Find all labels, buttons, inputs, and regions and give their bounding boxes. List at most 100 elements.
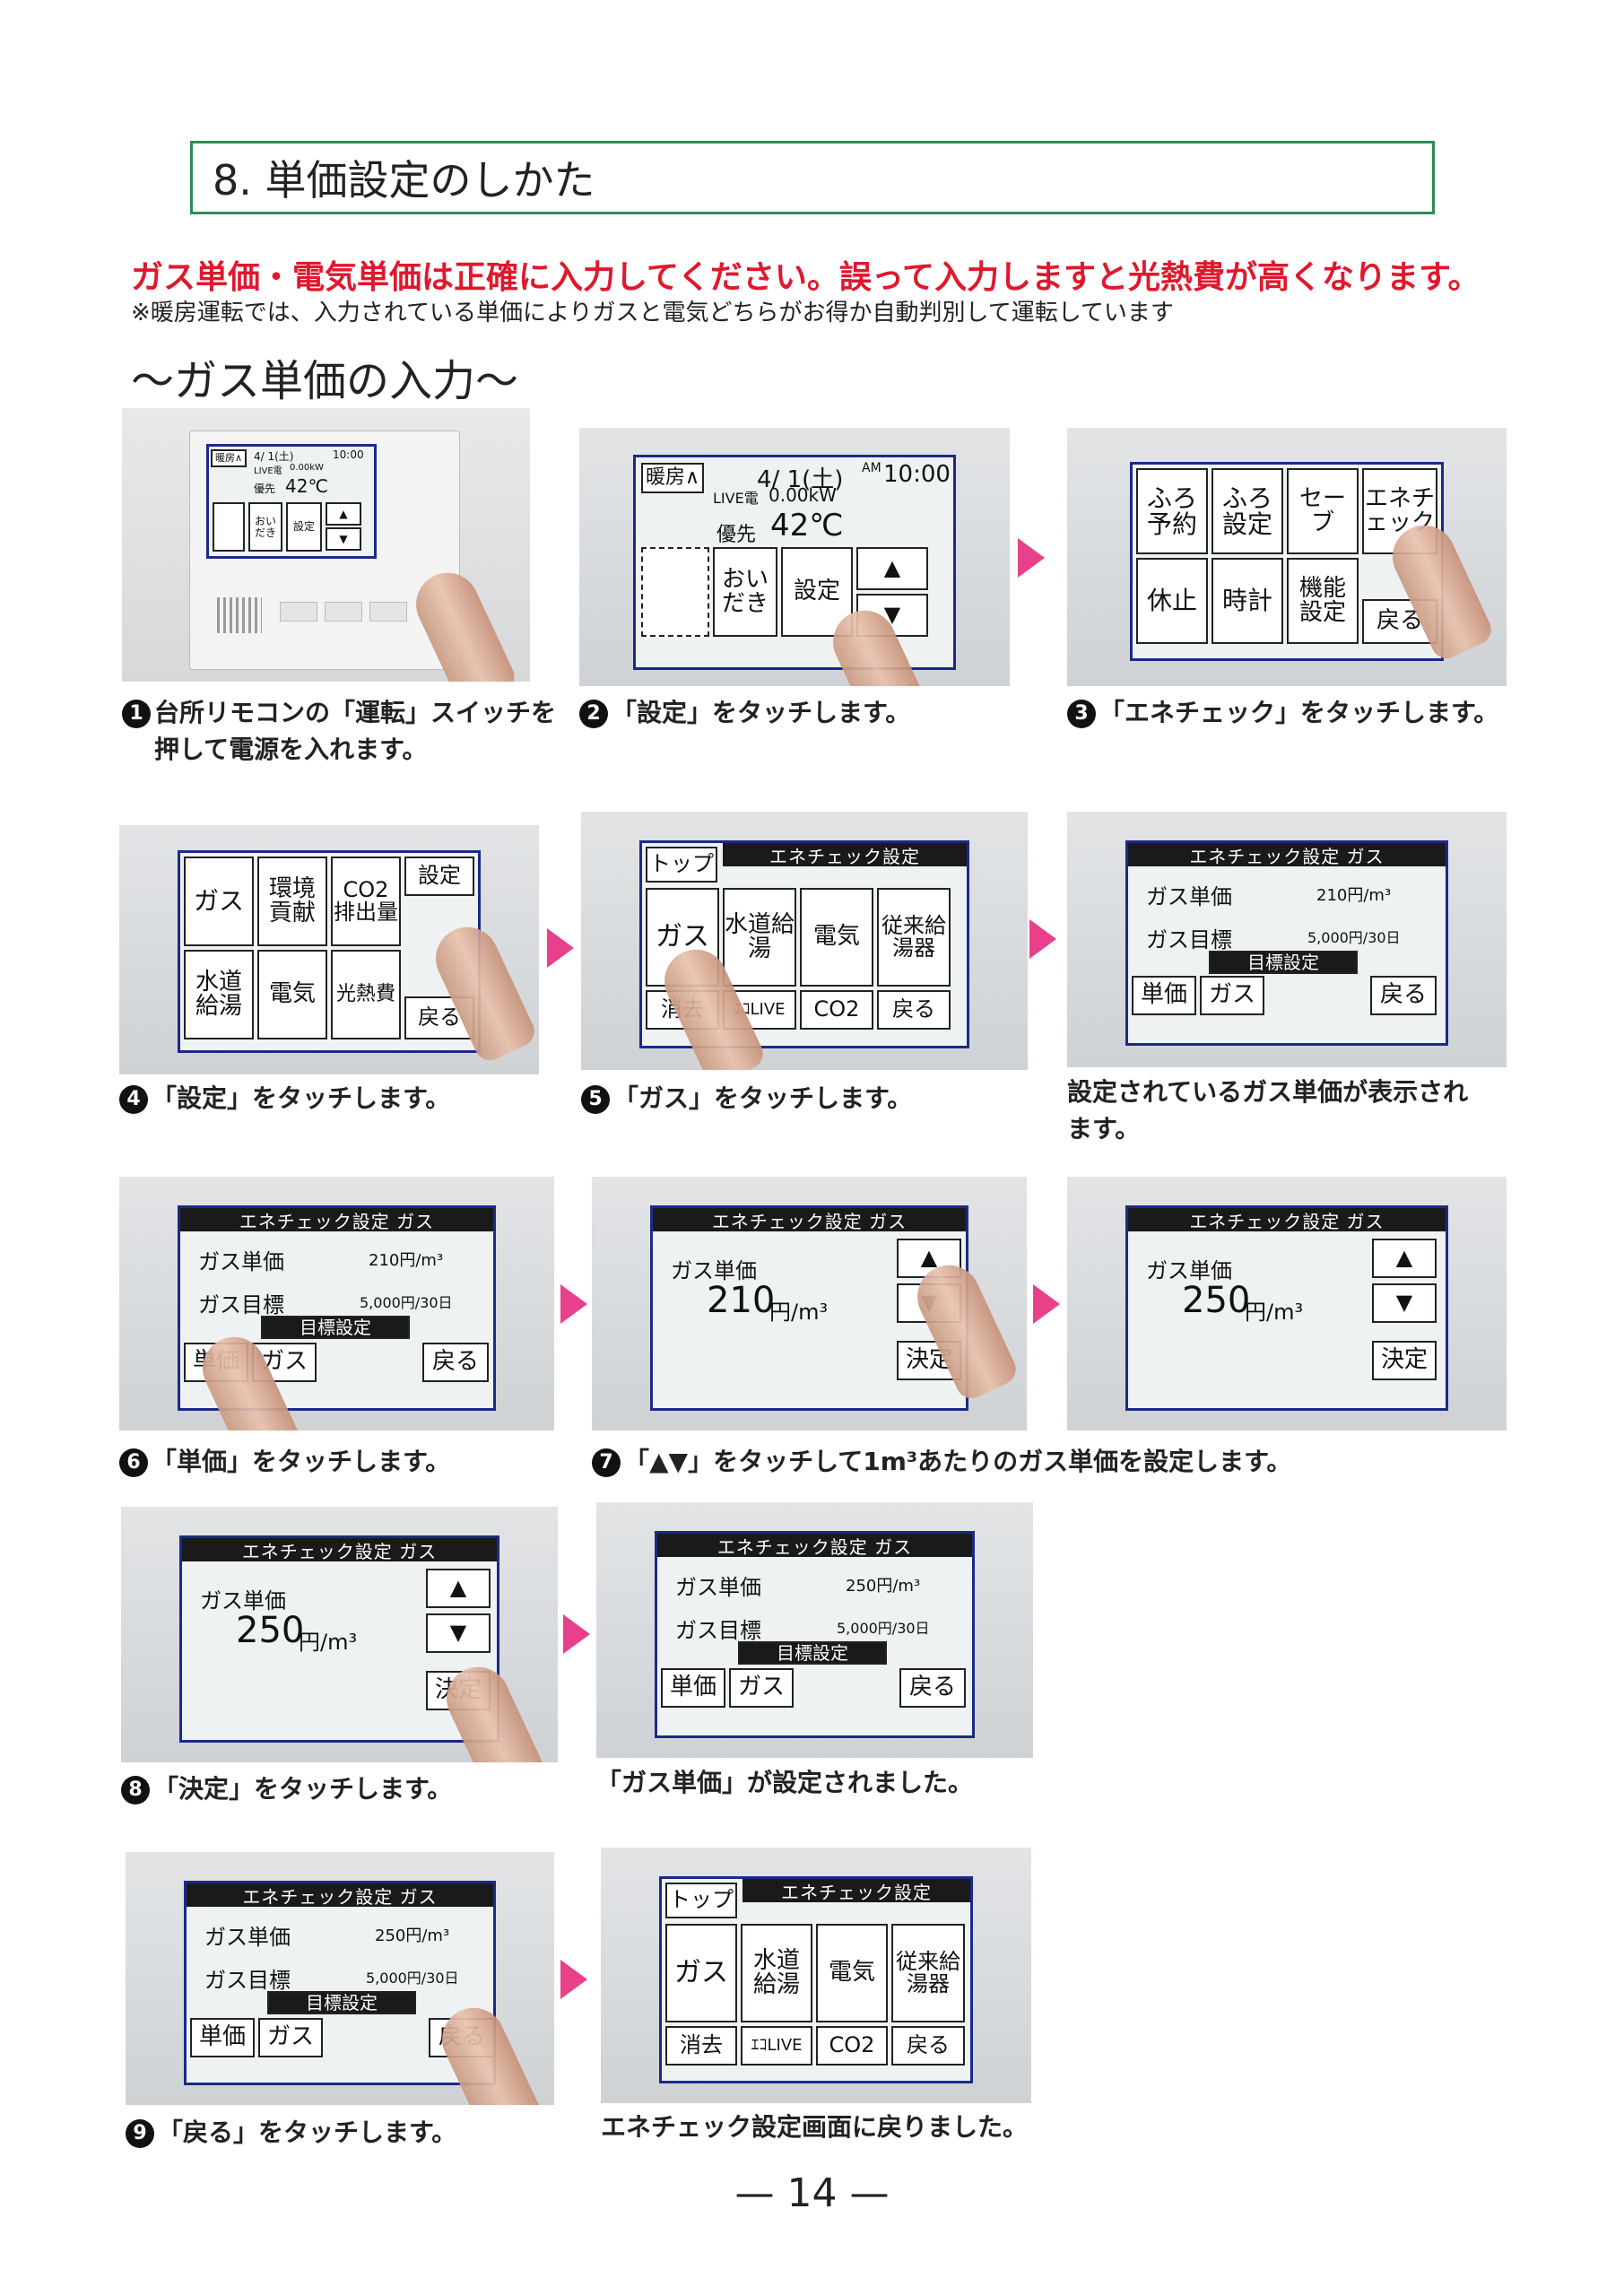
- tanka-value: 250円/m³: [846, 1577, 921, 1596]
- caption-2: 2「設定」をタッチします。: [579, 695, 910, 732]
- tanka-label: ガス単価: [1146, 884, 1232, 909]
- tanka-label: ガス単価: [675, 1575, 761, 1600]
- step-arrow: [547, 928, 574, 968]
- menu-screen-panel: ふろ予約 ふろ設定 セーブ エネチェック 休止 時計 機能設定 戻る: [1067, 428, 1507, 686]
- modoru-button: 戻る: [1370, 976, 1437, 1015]
- suido-button: 水道給湯: [741, 1924, 812, 2022]
- kw-label: 0.00kW: [769, 484, 837, 506]
- screen-header: エネチェック設定 ガス: [1128, 1208, 1446, 1232]
- kesu-button: 消去: [665, 2026, 737, 2066]
- screen-header: エネチェック設定 ガス: [180, 1208, 493, 1232]
- price-screen: エネチェック設定 ガス ガス単価 250 円/m³ ▲ ▼ 決定: [1125, 1205, 1448, 1411]
- up-button: ▲: [326, 502, 361, 526]
- tanka-value: 210円/m³: [1316, 886, 1392, 905]
- mokuhyo-value: 5,000円/30日: [837, 1620, 930, 1637]
- section-title-box: 8. 単価設定のしかた: [190, 141, 1435, 214]
- remote-screen: 暖房∧ 4/ 1(土) 10:00 LIVE電 0.00kW 優先 42℃ おい…: [206, 444, 377, 559]
- date-label: 4/ 1(土): [254, 450, 294, 463]
- mokuhyo-settei-button: 目標設定: [1209, 951, 1358, 974]
- speaker-grille: [217, 597, 262, 633]
- live-button: ｴｺLIVE: [741, 2026, 812, 2066]
- gasset-screen-panel-1: エネチェック設定 ガス ガス単価 210円/m³ ガス目標 5,000円/30日…: [1067, 812, 1507, 1067]
- caption-8: 8「決定」をタッチします。: [121, 1771, 452, 1808]
- screen-header: エネチェック設定 ガス: [182, 1538, 497, 1562]
- modoru-button: 戻る: [422, 1343, 489, 1382]
- gasset-screen-panel-4: エネチェック設定 ガス ガス単価 250円/m³ ガス目標 5,000円/30日…: [126, 1852, 554, 2105]
- remote-photo-panel: 暖房∧ 4/ 1(土) 10:00 LIVE電 0.00kW 優先 42℃ おい…: [122, 408, 530, 682]
- save-button: セーブ: [1287, 468, 1359, 554]
- step-arrow: [1033, 1284, 1060, 1324]
- tanka-button: 単価: [190, 2018, 255, 2057]
- furo-yoyaku-button: ふろ予約: [1136, 468, 1208, 554]
- caption-5b: 設定されているガス単価が表示されます。: [1067, 1077, 1469, 1144]
- mokuhyo-label: ガス目標: [204, 1968, 291, 1993]
- settei-button: 設定: [404, 857, 474, 896]
- tanka-button: 単価: [1132, 976, 1196, 1015]
- step-arrow: [560, 1960, 587, 1999]
- mokuhyo-value: 5,000円/30日: [360, 1294, 453, 1311]
- caption-5: 5「ガス」をタッチします。: [581, 1081, 912, 1118]
- gas-button: ガス: [665, 1924, 737, 2022]
- screen-header: エネチェック設定: [743, 1879, 970, 1903]
- temp-label: 42℃: [770, 508, 844, 544]
- gas-button: ガス: [184, 857, 254, 946]
- screen-header: エネチェック設定 ガス: [657, 1534, 972, 1558]
- mokuhyo-settei-button: 目標設定: [738, 1641, 887, 1665]
- step-arrow: [1029, 919, 1056, 959]
- enemenu-screen: エネチェック設定 トップ ガス 水道給湯 電気 従来給湯器 消去 ｴｺLIVE …: [659, 1876, 973, 2083]
- run-switch: [369, 602, 407, 622]
- gasset-screen: エネチェック設定 ガス ガス単価 210円/m³ ガス目標 5,000円/30日…: [1125, 840, 1448, 1046]
- co2-button: CO2: [800, 990, 873, 1030]
- caption-3: 3「エネチェック」をタッチします。: [1067, 695, 1498, 732]
- caption-9: 9「戻る」をタッチします。: [126, 2115, 456, 2152]
- remote-body: 暖房∧ 4/ 1(土) 10:00 LIVE電 0.00kW 優先 42℃ おい…: [189, 430, 460, 670]
- enemenu-screen-panel: エネチェック設定 トップ ガス 水道給湯 電気 従来給湯器 消去 ｴｺLIVE …: [581, 812, 1028, 1070]
- up-button: ▲: [897, 1239, 961, 1278]
- suido-button: 水道給湯: [184, 950, 254, 1039]
- modoru-button: 戻る: [899, 1668, 966, 1708]
- tanka-label: ガス単価: [198, 1249, 284, 1274]
- up-button: ▲: [1372, 1239, 1437, 1278]
- mokuhyo-label: ガス目標: [198, 1292, 284, 1318]
- up-button: ▲: [426, 1569, 491, 1608]
- tanka-value: 250円/m³: [375, 1926, 450, 1945]
- home-screen: 暖房∧ 4/ 1(土) AM 10:00 LIVE電 0.00kW 優先 42℃…: [633, 455, 956, 670]
- price-screen-panel-2: エネチェック設定 ガス ガス単価 250 円/m³ ▲ ▼ 決定: [1067, 1177, 1507, 1431]
- caption-9b: エネチェック設定画面に戻りました。: [601, 2112, 1029, 2142]
- kettei-button: 決定: [1372, 1341, 1437, 1380]
- caption-8b: 「ガス単価」が設定されました。: [596, 1768, 974, 1797]
- gasset-screen: エネチェック設定 ガス ガス単価 250円/m³ ガス目標 5,000円/30日…: [655, 1531, 975, 1738]
- live-label: LIVE電: [713, 490, 759, 507]
- price-screen: エネチェック設定 ガス ガス単価 210 円/m³ ▲ ▼ 決定: [650, 1205, 968, 1411]
- price-value: 250: [1182, 1280, 1251, 1321]
- tanka-button: 単価: [661, 1668, 725, 1708]
- down-button: ▼: [1372, 1283, 1437, 1323]
- price-unit: 円/m³: [769, 1300, 829, 1325]
- denki-button: 電気: [257, 950, 327, 1039]
- top-button: トップ: [665, 1883, 737, 1918]
- price-value: 250: [236, 1610, 305, 1651]
- kino-button: 機能設定: [1287, 558, 1359, 644]
- caption-6: 6「単価」をタッチします。: [119, 1444, 450, 1481]
- heat-button: 暖房∧: [211, 449, 247, 467]
- oidaki-button: おいだき: [713, 547, 777, 637]
- home-screen-panel: 暖房∧ 4/ 1(土) AM 10:00 LIVE電 0.00kW 優先 42℃…: [579, 428, 1010, 686]
- caption-4: 4「設定」をタッチします。: [119, 1081, 450, 1118]
- ampm-label: AM: [862, 461, 881, 475]
- up-button: ▲: [856, 547, 928, 590]
- mokuhyo-settei-button: 目標設定: [267, 1991, 416, 2014]
- gasset-screen-panel-3: エネチェック設定 ガス ガス単価 250円/m³ ガス目標 5,000円/30日…: [596, 1502, 1033, 1758]
- mokuhyo-label: ガス目標: [675, 1618, 761, 1643]
- time-label: 10:00: [333, 448, 364, 461]
- down-button: ▼: [426, 1613, 491, 1653]
- screen-header: エネチェック設定 ガス: [187, 1883, 493, 1908]
- price-screen-panel-1: エネチェック設定 ガス ガス単価 210 円/m³ ▲ ▼ 決定: [592, 1177, 1027, 1431]
- yusen-label: 優先: [716, 524, 757, 546]
- mokuhyo-value: 5,000円/30日: [1307, 929, 1401, 946]
- top-button: トップ: [646, 847, 717, 883]
- denki-button: 電気: [816, 1924, 888, 2022]
- date-label: 4/ 1(土): [757, 466, 844, 493]
- modoru-button: 戻る: [877, 990, 951, 1030]
- down-button: ▼: [326, 527, 361, 551]
- time-label: 10:00: [883, 461, 951, 488]
